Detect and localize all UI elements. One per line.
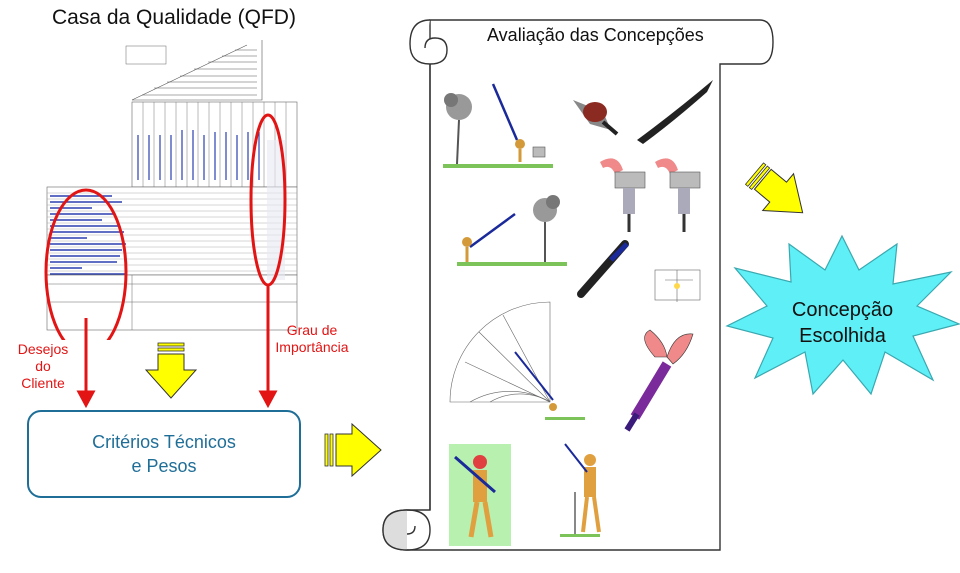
concept-2-tool-head <box>573 100 619 136</box>
concept-6-pole-tree <box>457 195 567 266</box>
yellow-down-arrow <box>144 342 198 399</box>
yellow-diagonal-arrow <box>744 162 804 214</box>
concept-9-reach-diagram <box>449 301 585 420</box>
concept-5-clamp-mechanism <box>655 158 701 232</box>
grau-arrow-head <box>258 390 278 409</box>
desejos-arrow-head <box>76 390 96 409</box>
qfd-matrix-graphic <box>44 40 298 356</box>
concept-8-schematic <box>654 269 701 302</box>
yellow-right-arrow <box>324 422 382 478</box>
desejos-cliente-label: Desejos do Cliente <box>17 341 69 391</box>
concepcao-escolhida-star <box>725 234 960 396</box>
result-line-2: Escolhida <box>799 325 886 347</box>
concepcao-escolhida-text: Concepção Escolhida <box>760 297 925 349</box>
concept-10-purple-pruner <box>624 329 694 432</box>
criterios-line-1: Critérios Técnicos <box>92 432 236 452</box>
scroll-top-curl <box>409 19 448 65</box>
qfd-house-of-quality-image <box>42 40 300 356</box>
concept-1-pole-pruner <box>443 83 553 168</box>
evaluation-title: Avaliação das Concepções <box>487 25 704 45</box>
qfd-roof <box>131 40 263 101</box>
qfd-header-marks <box>137 130 260 180</box>
concept-3-saw-blade <box>637 80 713 144</box>
grau-importancia-label: Grau de Importância <box>275 322 349 355</box>
concept-4-clamp-mechanism <box>600 158 646 232</box>
concept-11-operator-figure <box>449 444 511 546</box>
criterios-line-2: e Pesos <box>131 456 197 476</box>
criterios-tecnicos-box: Critérios Técnicos e Pesos <box>27 410 301 498</box>
result-line-1: Concepção <box>791 299 894 321</box>
concept-12-operator-stand <box>560 443 601 537</box>
concept-7-handle <box>577 240 629 298</box>
qfd-title: Casa da Qualidade (QFD) <box>52 6 296 29</box>
evaluation-scroll <box>382 19 774 551</box>
